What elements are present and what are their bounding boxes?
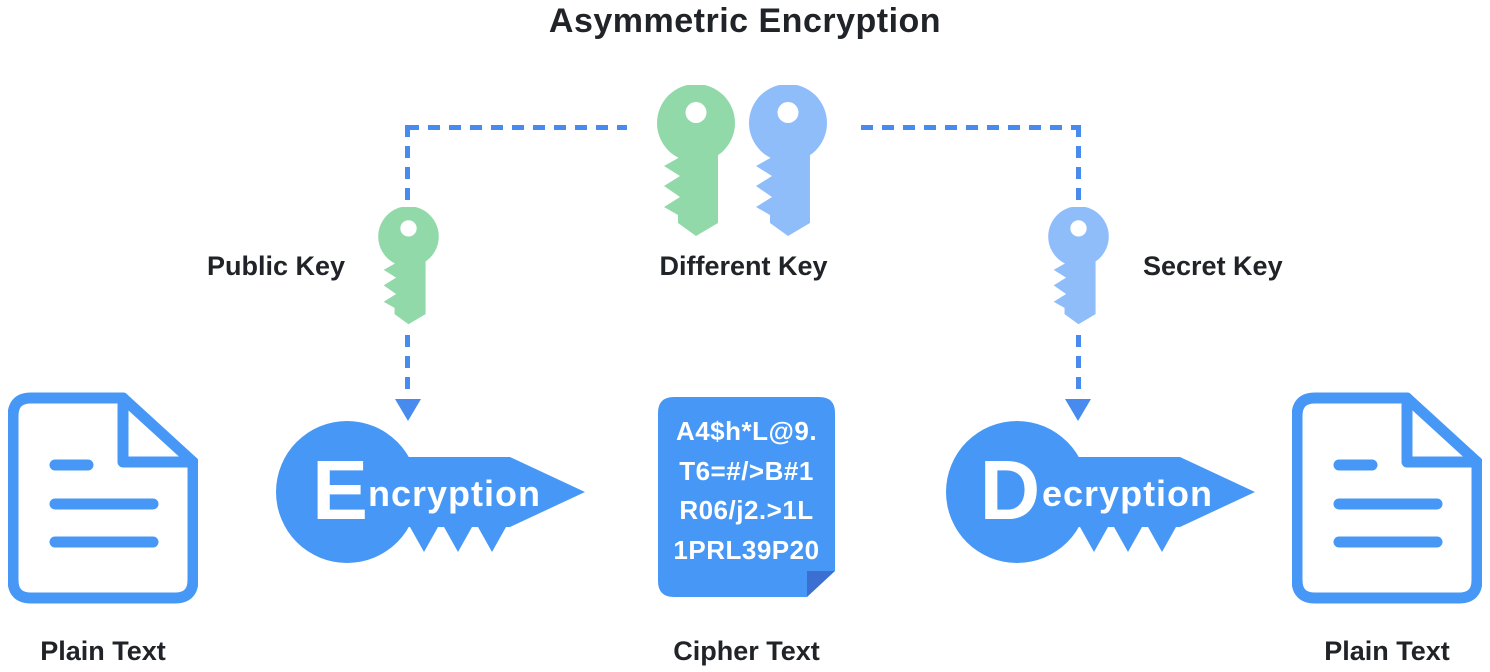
- folded-corner-icon: [1401, 392, 1482, 468]
- blue-key-icon: [740, 85, 836, 237]
- cipher-line: 1PRL39P20: [673, 534, 820, 565]
- public-key-box: [348, 206, 467, 327]
- arrow-down-icon-left: [395, 399, 421, 421]
- cipher-text-label: Cipher Text: [673, 636, 820, 666]
- diagram-title: Asymmetric Encryption: [548, 2, 942, 40]
- document-icon-left: [8, 392, 198, 604]
- secret-key-box: [1020, 206, 1139, 327]
- key-pair-box: [627, 84, 860, 238]
- green-key-icon: [648, 85, 744, 237]
- cipher-text-block: A4$h*L@9. T6=#/>B#1 R06/j2.>1L 1PRL39P20: [658, 397, 835, 597]
- decryption-initial: D: [980, 443, 1041, 537]
- encryption-initial: E: [312, 443, 368, 537]
- plain-text-label-left: Plain Text: [40, 636, 166, 666]
- decryption-text: ecryption: [1042, 473, 1213, 514]
- arrow-down-icon-right: [1065, 399, 1091, 421]
- encryption-text: ncryption: [368, 473, 541, 514]
- connector-left-horizontal: [407, 125, 628, 130]
- connector-right-horizontal: [861, 125, 1081, 130]
- cipher-line: T6=#/>B#1: [679, 455, 814, 486]
- folded-corner-icon: [117, 392, 198, 468]
- public-key-label: Public Key: [206, 251, 345, 281]
- cipher-line: A4$h*L@9.: [675, 416, 818, 446]
- plain-text-label-right: Plain Text: [1324, 636, 1450, 666]
- secret-key-label: Secret Key: [1143, 251, 1283, 281]
- cipher-note-icon: [658, 397, 835, 597]
- different-key-label: Different Key: [659, 251, 828, 281]
- cipher-line: R06/j2.>1L: [679, 495, 814, 525]
- document-icon-right: [1292, 392, 1482, 604]
- public-key-icon: [371, 207, 446, 325]
- decryption-key-shape: D ecryption: [946, 421, 1256, 566]
- encryption-key-shape: E ncryption: [276, 421, 586, 566]
- folded-corner-icon: [807, 571, 835, 597]
- secret-key-icon: [1041, 207, 1116, 325]
